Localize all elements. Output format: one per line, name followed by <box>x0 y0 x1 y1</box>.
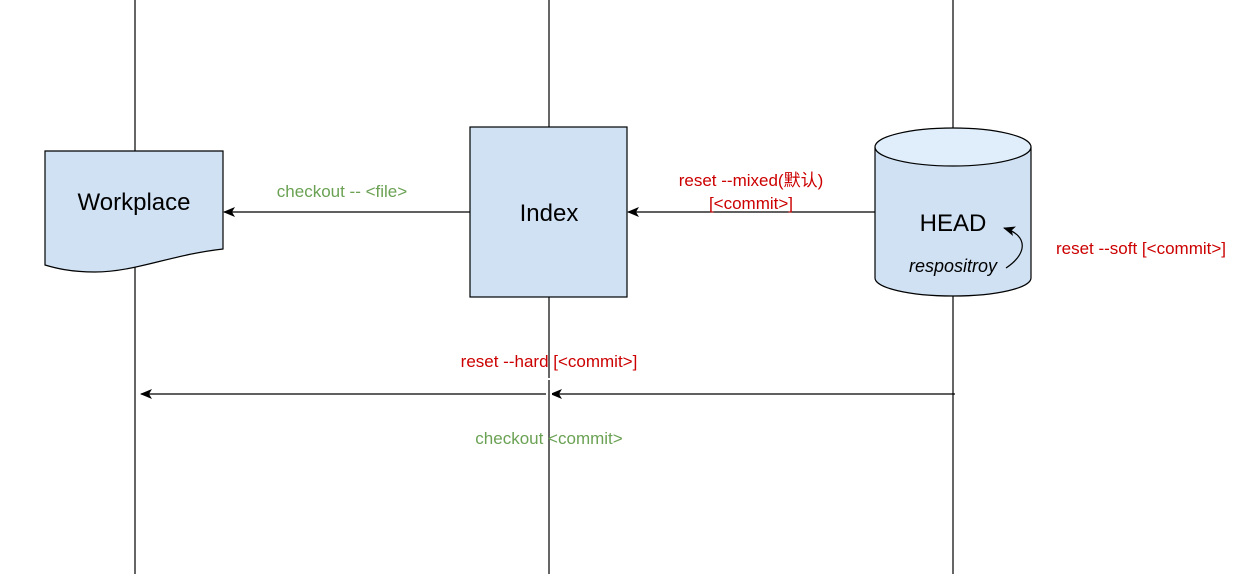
reset-mixed-label-line1: reset --mixed(默认) <box>679 171 824 190</box>
reset-soft-label: reset --soft [<commit>] <box>1056 239 1226 258</box>
workplace-node: Workplace <box>44 150 224 273</box>
index-node: Index <box>469 126 628 298</box>
workplace-label: Workplace <box>78 189 191 216</box>
checkout-commit-label: checkout <commit> <box>475 429 622 448</box>
repository-label: respositroy <box>909 256 998 276</box>
index-label: Index <box>520 200 579 227</box>
head-node: HEAD respositroy <box>874 127 1032 297</box>
reset-soft-arrow <box>1003 226 1023 269</box>
checkout-file-label: checkout -- <file> <box>277 182 407 201</box>
reset-hard-label: reset --hard [<commit>] <box>461 352 638 371</box>
head-label: HEAD <box>920 210 987 237</box>
reset-mixed-label-line2: [<commit>] <box>709 194 793 213</box>
